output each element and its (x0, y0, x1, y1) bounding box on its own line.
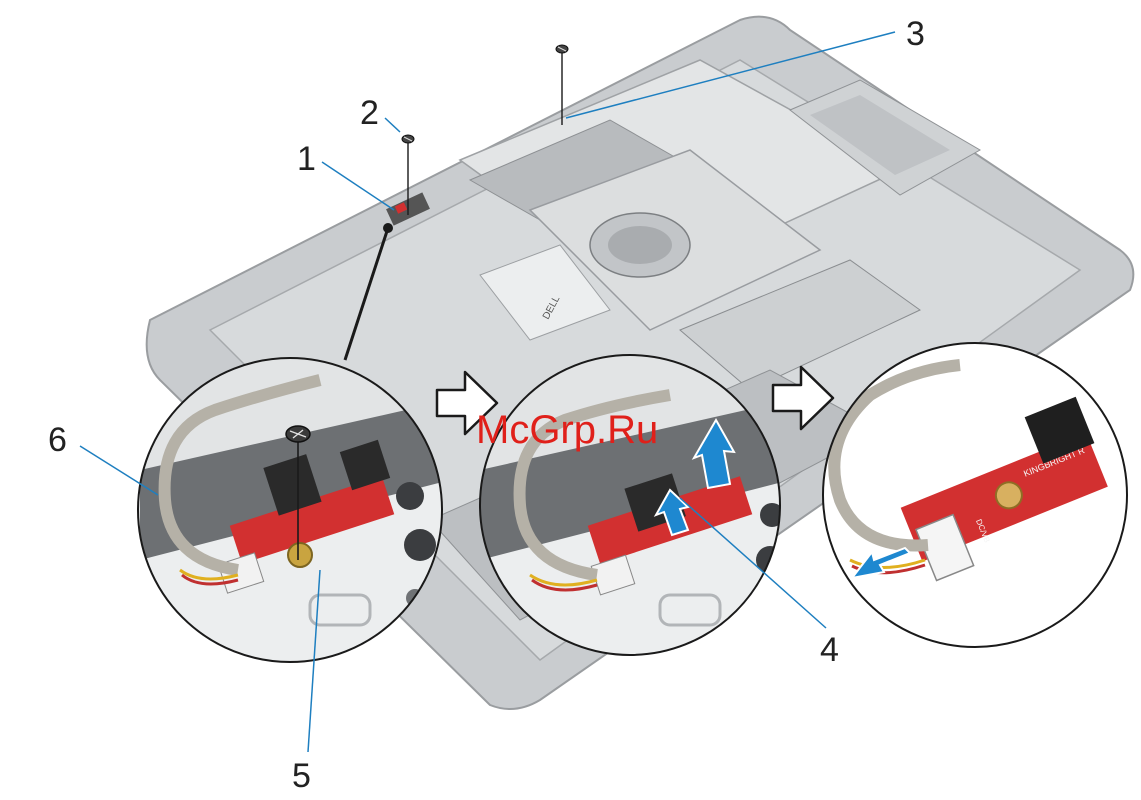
leader-line-1 (322, 162, 394, 210)
callout-3: 3 (906, 15, 925, 53)
callout-1: 1 (297, 140, 316, 178)
watermark: McGrp.Ru (476, 408, 658, 452)
callout-2: 2 (360, 94, 379, 132)
callout-4: 4 (820, 631, 839, 669)
leader-line-2 (385, 118, 400, 132)
callout-5: 5 (292, 757, 311, 795)
callout-6: 6 (48, 421, 67, 459)
